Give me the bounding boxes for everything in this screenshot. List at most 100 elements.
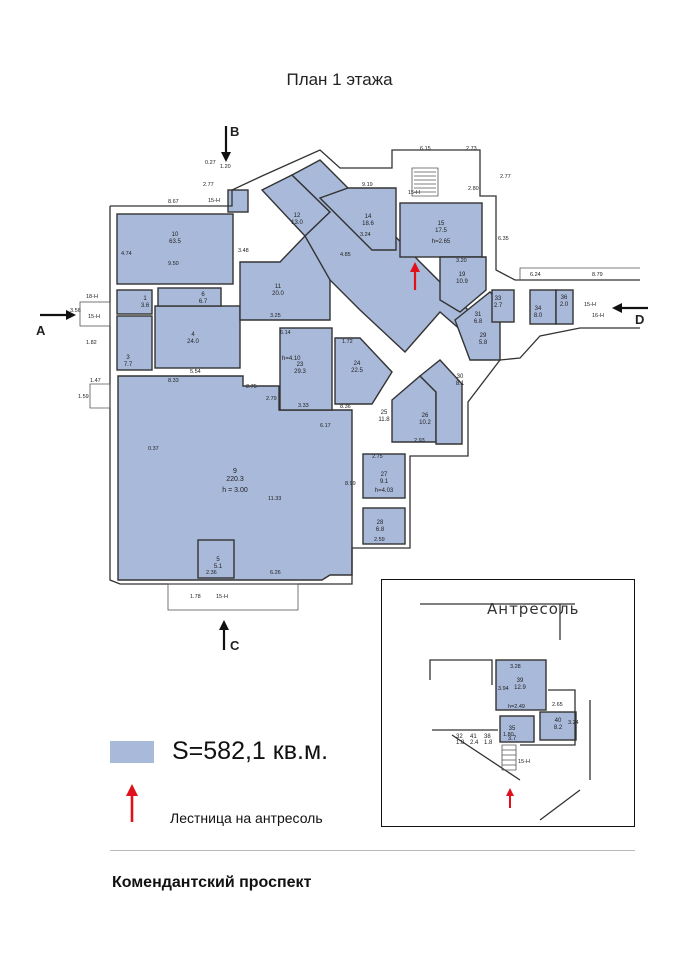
mezz-dim: h=2.49 bbox=[508, 704, 525, 710]
room-10 bbox=[116, 213, 234, 285]
room-15 bbox=[399, 202, 483, 258]
stair-lines bbox=[414, 171, 436, 193]
room-28-area: 6.8 bbox=[376, 527, 385, 533]
entrance-b-arrow-icon bbox=[221, 126, 231, 162]
mezz-room-40-num: 40 bbox=[555, 718, 562, 724]
room-33-num: 33 bbox=[495, 296, 502, 302]
legend-stair-label: Лестница на антресоль bbox=[170, 810, 323, 826]
room-26-num: 26 bbox=[422, 413, 429, 419]
wall-mark: 15-Н bbox=[584, 302, 596, 308]
room-26 bbox=[418, 359, 463, 445]
mezz-stair bbox=[501, 744, 517, 771]
dim-label: 2.59 bbox=[374, 537, 385, 543]
room-19 bbox=[439, 256, 487, 313]
outer-wall bbox=[110, 149, 640, 281]
dim-label: 1.20 bbox=[220, 164, 231, 170]
room-34 bbox=[529, 289, 557, 325]
room-3-num: 3 bbox=[126, 355, 130, 361]
dim-label: 6.17 bbox=[320, 423, 331, 429]
porch-bottom bbox=[167, 583, 299, 611]
room-30-num: 30 bbox=[457, 374, 464, 380]
wall-mark: 15-Н bbox=[216, 594, 228, 600]
dim-label: 9.50 bbox=[168, 261, 179, 267]
dim-label: 0.37 bbox=[148, 446, 159, 452]
dim-label: 2.79 bbox=[266, 396, 277, 402]
wall-mark: 15-Н bbox=[408, 190, 420, 196]
room-24-num: 24 bbox=[354, 361, 361, 367]
mezz-mark: 1.8 bbox=[456, 740, 465, 746]
room-24 bbox=[334, 337, 393, 405]
legend-area-label: S=582,1 кв.м. bbox=[172, 737, 329, 765]
room-29-num: 29 bbox=[480, 333, 487, 339]
dim-label: 2.80 bbox=[468, 186, 479, 192]
dim-label: 1.78 bbox=[190, 594, 201, 600]
mezz-walls bbox=[520, 689, 591, 821]
mezz-mark: 38 bbox=[484, 734, 491, 740]
room-23-area: 29.3 bbox=[294, 369, 306, 375]
room-19-area: 10.9 bbox=[456, 279, 468, 285]
room-33-area: 2.7 bbox=[494, 303, 503, 309]
room-25-area: 11.8 bbox=[378, 417, 390, 423]
room-11-num: 11 bbox=[275, 284, 282, 290]
mezz-dim: 15-Н bbox=[518, 759, 530, 765]
dim-label: 6.15 bbox=[420, 146, 431, 152]
mezz-dim: 1.80 bbox=[503, 732, 514, 738]
page-title: План 1 этажа bbox=[286, 70, 393, 89]
dim-label: 1.47 bbox=[90, 378, 101, 384]
dim-label: 2.93 bbox=[414, 438, 425, 444]
dim-label: 6.26 bbox=[270, 570, 281, 576]
dim-label: 3.25 bbox=[270, 313, 281, 319]
dim-label: 1.59 bbox=[78, 394, 89, 400]
dim-label: 8.33 bbox=[168, 378, 179, 384]
room-5 bbox=[197, 539, 235, 579]
room-1-area: 3.6 bbox=[141, 303, 150, 309]
room-33 bbox=[491, 289, 515, 323]
room-1-num: 1 bbox=[143, 296, 147, 302]
mezz-dim: 3.94 bbox=[498, 686, 509, 692]
dim-label: 2.73 bbox=[466, 146, 477, 152]
room-36-num: 36 bbox=[561, 295, 568, 301]
mezz-room-39-area: 12.9 bbox=[514, 685, 526, 691]
stair-arrow-head bbox=[410, 262, 420, 272]
dim-label: 4.85 bbox=[340, 252, 351, 258]
mezz-mark: 41 bbox=[470, 734, 477, 740]
room-misc bbox=[227, 189, 249, 213]
wall-mark: 16-Н bbox=[592, 313, 604, 319]
room-5-area: 5.1 bbox=[214, 564, 223, 570]
room-9-height: h = 3.00 bbox=[222, 487, 248, 494]
wall-mark: 15-Н bbox=[208, 198, 220, 204]
room-31-area: 6.8 bbox=[474, 319, 483, 325]
room-14-num: 14 bbox=[365, 214, 372, 220]
room-4 bbox=[154, 305, 241, 369]
dim-label: 8.99 bbox=[345, 481, 356, 487]
room-15-area: 17.5 bbox=[435, 228, 447, 234]
entrance-b-label: B bbox=[230, 124, 239, 139]
room-34-area: 8.0 bbox=[534, 313, 543, 319]
room-36-area: 2.0 bbox=[560, 302, 569, 308]
room-5-num: 5 bbox=[216, 557, 220, 563]
legend-area-swatch bbox=[110, 741, 154, 763]
dim-label: 3.20 bbox=[456, 258, 467, 264]
room-34-num: 34 bbox=[535, 306, 542, 312]
dim-label: 2.75 bbox=[372, 454, 383, 460]
street-name: Комендантский проспект bbox=[112, 874, 312, 891]
legend-stair-arrow-icon bbox=[126, 784, 138, 822]
outer-wall-right bbox=[109, 206, 640, 585]
mezz-room-39-num: 39 bbox=[517, 678, 524, 684]
wall-mark: 18-Н bbox=[86, 294, 98, 300]
mezz-room-35-area: 3.7 bbox=[508, 736, 517, 742]
room-6-area: 6.7 bbox=[199, 299, 208, 305]
room-28-num: 28 bbox=[377, 520, 384, 526]
room-6 bbox=[157, 287, 222, 307]
room-27-height: h=4.03 bbox=[375, 488, 394, 494]
dim-label: 3.24 bbox=[360, 232, 371, 238]
dim-label: 8.67 bbox=[168, 199, 179, 205]
room-26-area: 10.2 bbox=[419, 420, 431, 426]
mezz-room-40-area: 8.2 bbox=[554, 725, 563, 731]
room-12-num: 12 bbox=[294, 213, 301, 219]
dim-label: 0.27 bbox=[205, 160, 216, 166]
room-12-area: 13.0 bbox=[291, 220, 303, 226]
mezzanine-title: Антресоль bbox=[487, 600, 580, 618]
entrance-a-arrow-icon bbox=[40, 310, 76, 320]
